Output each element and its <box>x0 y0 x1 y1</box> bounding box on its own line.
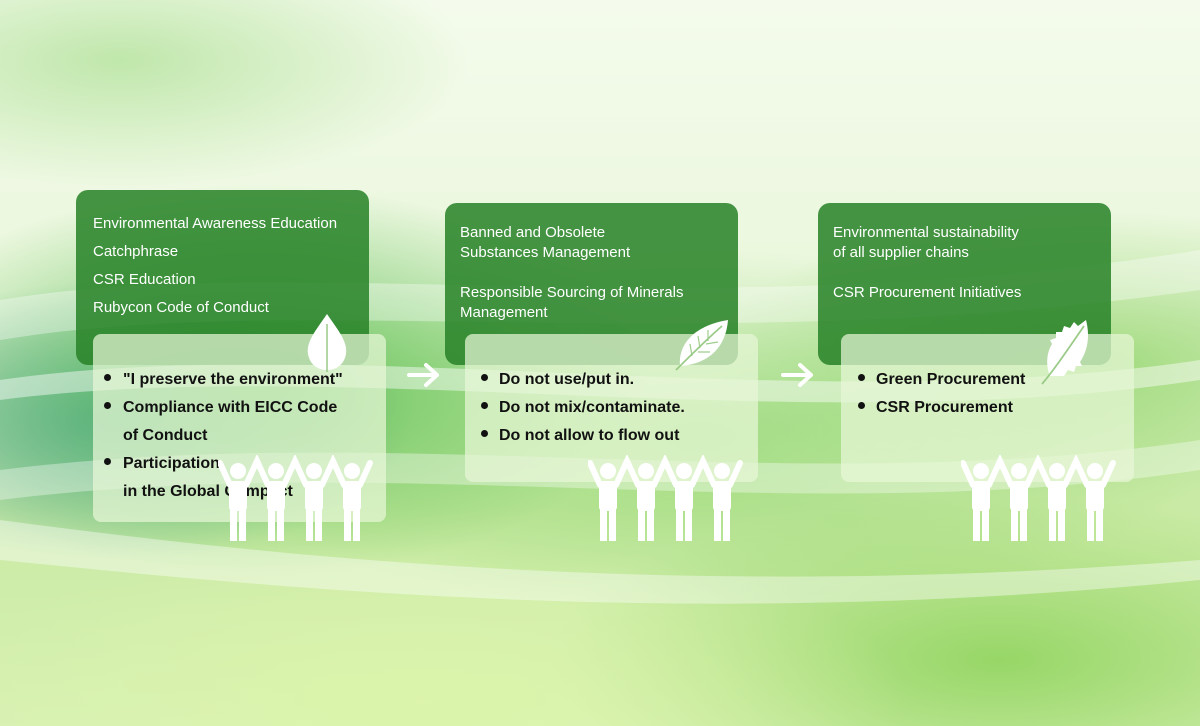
step-3-bullet: Green Procurement <box>841 366 1134 394</box>
bullet-dot <box>481 402 488 409</box>
arrow-right-icon <box>407 363 439 387</box>
step-1-bullet: "I preserve the environment" <box>93 366 386 394</box>
step-3-top-line: Environmental sustainability <box>833 224 1019 241</box>
bullet-text: Do not allow to flow out <box>499 427 680 444</box>
bullet-text: Compliance with EICC Code <box>123 399 338 416</box>
step-2-bottom-panel: Do not use/put in. Do not mix/contaminat… <box>465 334 758 482</box>
people-holding-hands-icon <box>218 455 373 541</box>
step-2-bullet: Do not allow to flow out <box>465 422 758 450</box>
step-3-bottom-panel: Green Procurement CSR Procurement <box>841 334 1134 482</box>
bullet-text: in the Global Compact <box>123 483 293 500</box>
step-1-top-line: Environmental Awareness Education <box>93 215 338 232</box>
step-2-bullet: Do not use/put in. <box>465 366 758 394</box>
bullet-text: Do not use/put in. <box>499 371 635 388</box>
bullet-text: Do not mix/contaminate. <box>499 399 685 416</box>
arrow-right-icon <box>781 363 813 387</box>
bullet-dot <box>104 374 111 381</box>
step-2-top-line: Banned and Obsolete <box>460 224 606 241</box>
bullet-text: of Conduct <box>123 427 208 444</box>
step-2-top-line <box>460 263 738 283</box>
people-holding-hands-icon <box>961 455 1116 541</box>
step-1-top-line: CSR Education <box>93 271 196 288</box>
drop-leaf-icon <box>307 314 347 372</box>
step-1-top-line: Catchphrase <box>93 243 179 260</box>
step-1-bullet: Compliance with EICC Code of Conduct <box>93 394 386 450</box>
step-2-top-line: Substances Management <box>460 244 631 261</box>
bullet-dot <box>104 402 111 409</box>
step-3-top-line: of all supplier chains <box>833 244 969 261</box>
bullet-text: CSR Procurement <box>876 399 1013 416</box>
bullet-text: "I preserve the environment" <box>123 371 343 388</box>
step-1-bullet: Participation in the Global Compact <box>93 450 386 506</box>
step-2-bullet: Do not mix/contaminate. <box>465 394 758 422</box>
bullet-dot <box>858 402 865 409</box>
people-holding-hands-icon <box>588 455 743 541</box>
step-3-top-line <box>833 263 1111 283</box>
step-2-top-line: Responsible Sourcing of Minerals <box>460 284 684 301</box>
leaf-icon <box>675 320 728 371</box>
step-2-top-line: Management <box>460 304 548 321</box>
step-3-bullet: CSR Procurement <box>841 394 1134 422</box>
bullet-dot <box>481 374 488 381</box>
serrated-leaf-icon <box>1041 320 1088 385</box>
bullet-text: Participation <box>123 455 220 472</box>
bullet-dot <box>858 374 865 381</box>
step-3-top-line: CSR Procurement Initiatives <box>833 284 1022 301</box>
step-1-top-line: Rubycon Code of Conduct <box>93 299 269 316</box>
bullet-dot <box>481 430 488 437</box>
bullet-dot <box>104 458 111 465</box>
bullet-text: Green Procurement <box>876 371 1026 388</box>
